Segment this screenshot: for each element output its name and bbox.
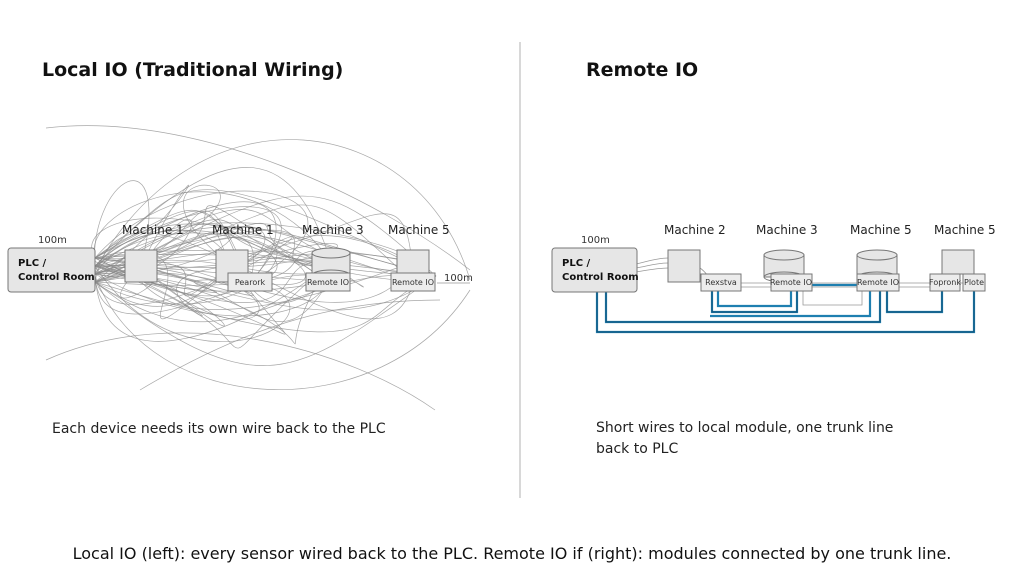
right-module-remote-io-2 [856, 273, 900, 292]
wire [94, 261, 332, 303]
footer-caption: Local IO (left): every sensor wired back… [73, 544, 952, 563]
right-machine-2-box [667, 249, 701, 283]
right-machine-3-tank [763, 249, 805, 283]
wire [94, 261, 332, 345]
wire [94, 265, 291, 343]
wire [94, 232, 278, 283]
wire [94, 265, 286, 335]
left-plc-box [7, 247, 96, 293]
wire [94, 257, 332, 342]
left-machine-3-label: Machine 3 [302, 223, 364, 237]
right-plc-box [551, 247, 638, 293]
trunk-line [595, 283, 976, 334]
wire [94, 195, 437, 283]
wire [94, 261, 326, 317]
wire [94, 274, 437, 322]
left-machine-3-tank [311, 247, 351, 281]
wire [45, 332, 436, 411]
right-module-remote-io-1-label: Remote IO [770, 278, 812, 287]
left-distance-label: 100m [38, 235, 67, 246]
right-module-remote-io-1 [770, 273, 813, 292]
right-plc-label-line2: Control Room [562, 272, 639, 283]
wire [94, 264, 254, 296]
right-machine-3-label: Machine 3 [756, 223, 818, 237]
wire [94, 226, 437, 283]
wire [94, 180, 150, 275]
left-machine-2-label: Machine 1 [212, 223, 274, 237]
wire [94, 222, 332, 283]
wire [94, 189, 437, 277]
right-panel-title: Remote IO [586, 59, 698, 81]
left-module-pearork-label: Pearork [235, 278, 266, 287]
left-module-pearork [227, 272, 273, 292]
right-machine-5b-label: Machine 5 [934, 223, 996, 237]
wire [94, 201, 277, 283]
wire [94, 205, 329, 283]
right-caption-line1: Short wires to local module, one trunk l… [596, 420, 893, 436]
right-module-remote-io-2-label: Remote IO [857, 278, 899, 287]
left-panel: Local IO (Traditional Wiring) PLC / Cont… [7, 59, 473, 437]
right-distance-label: 100m [581, 235, 610, 246]
right-machine-2-label: Machine 2 [664, 223, 726, 237]
wire [94, 229, 332, 267]
left-module-remote-io-2 [390, 272, 436, 292]
left-plc-label-line2: Control Room [18, 272, 95, 283]
wire [94, 237, 254, 283]
left-machine-1-label: Machine 1 [122, 223, 184, 237]
right-module-plote [962, 273, 986, 292]
left-plc-label-line1: PLC / [18, 258, 47, 269]
left-machine-5-label: Machine 5 [388, 223, 450, 237]
left-machine-1-box [124, 249, 158, 283]
right-module-fopronk [929, 273, 961, 292]
wire [94, 275, 437, 366]
left-panel-title: Local IO (Traditional Wiring) [42, 59, 343, 81]
wire [94, 265, 260, 320]
wire [94, 167, 332, 267]
left-caption: Each device needs its own wire back to t… [52, 421, 386, 437]
wire [94, 204, 414, 283]
wire [93, 191, 332, 263]
left-machine-5-box [396, 249, 430, 275]
right-plc-label-line1: PLC / [562, 258, 591, 269]
left-module-remote-io-2-label: Remote IO [392, 278, 434, 287]
wire [139, 299, 441, 391]
right-machine-5-label: Machine 5 [850, 223, 912, 237]
right-module-rexstva [700, 273, 742, 292]
left-module-remote-io-1 [305, 272, 351, 292]
wire [94, 275, 471, 390]
right-caption-line2: back to PLC [596, 441, 678, 457]
point-to-point-wires [45, 125, 471, 411]
wire [94, 213, 414, 283]
left-module-remote-io-1-label: Remote IO [307, 278, 349, 287]
right-module-fopronk-label: Fopronk [929, 278, 961, 287]
right-panel: Remote IO [551, 59, 996, 457]
wire [45, 125, 471, 271]
right-module-rexstva-label: Rexstva [705, 278, 737, 287]
wire [94, 261, 332, 349]
left-distance-label-right: 100m [444, 273, 473, 284]
right-machine-5b-box [941, 249, 975, 275]
right-module-plote-label: Plote [964, 278, 984, 287]
